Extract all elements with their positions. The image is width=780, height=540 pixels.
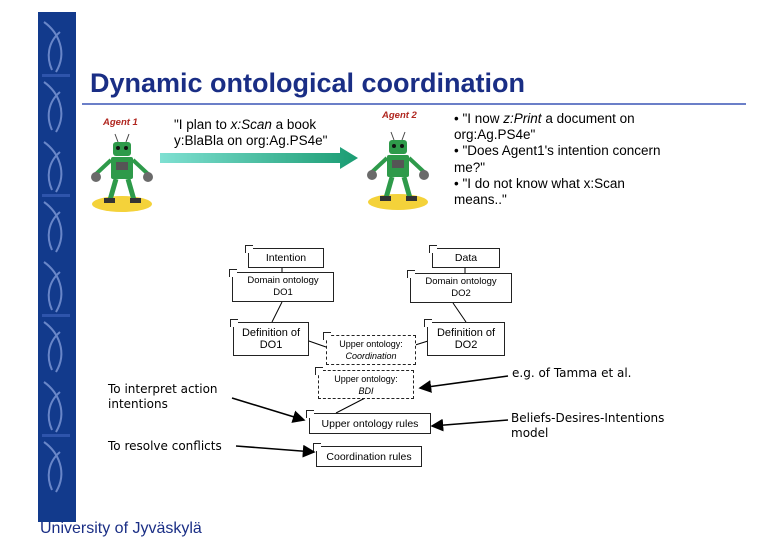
tamma-annotation: e.g. of Tamma et al. [512, 366, 632, 380]
agent2-bullet-2-line2: me?" [454, 159, 486, 175]
slide-panel [76, 12, 750, 522]
def-do2-line1: Definition of [436, 327, 496, 339]
agent2-label: Agent 2 [382, 110, 417, 121]
interpret-annotation: To interpret action intentions [108, 382, 218, 412]
upper-ontology-coordination-box: Upper ontology: Coordination [326, 335, 416, 365]
note-corner-icon [315, 367, 323, 375]
note-corner-icon [323, 332, 331, 340]
def-do1-line2: DO1 [259, 339, 283, 351]
footer-university: University of Jyväskylä [40, 520, 202, 537]
domain-do1-line1: Domain ontology [247, 275, 319, 286]
resolve-annotation: To resolve conflicts [108, 439, 222, 453]
bdi-line1: Beliefs-Desires-Intentions [511, 411, 665, 425]
decorative-side-strip [38, 12, 76, 522]
agent2-bullet-1-line2: org:Ag.PS4e" [454, 127, 536, 143]
note-corner-icon [429, 245, 437, 253]
agent1-robot-icon [91, 133, 153, 212]
agent2-robot-icon [367, 131, 429, 210]
title-rule [82, 103, 746, 105]
intention-box: Intention [248, 248, 324, 268]
agent1-speech-line1: "I plan to x:Scan a book [174, 117, 317, 132]
data-box: Data [432, 248, 500, 268]
note-corner-icon [407, 270, 415, 278]
def-do2-line2: DO2 [454, 339, 478, 351]
coordination-rules-box: Coordination rules [316, 446, 422, 467]
agent2-speech-bullets: • "I now z:Print a document on org:Ag.PS… [454, 111, 660, 208]
upper-coord-line2: Coordination [345, 351, 397, 361]
interpret-line2: intentions [108, 397, 168, 411]
domain-do2-line1: Domain ontology [425, 276, 497, 287]
agent1-speech-line2: y:BlaBla on org:Ag.PS4e" [174, 133, 328, 148]
upper-coord-line1: Upper ontology: [339, 339, 403, 349]
agent2-bullet-2-line1: • "Does Agent1's intention concern [454, 143, 661, 159]
agent2-bullet-3-line2: means.." [454, 192, 507, 208]
domain-do1-line2: DO1 [273, 287, 293, 298]
note-corner-icon [229, 269, 237, 277]
note-corner-icon [306, 410, 314, 418]
slide-title: Dynamic ontological coordination [90, 68, 526, 98]
note-corner-icon [313, 443, 321, 451]
upper-bdi-line2: BDI [358, 385, 374, 396]
laurel-pattern-icon [42, 21, 70, 493]
agent2-bullet-3-line1: • "I do not know what x:Scan [454, 175, 625, 191]
agent2-bullet-1-line1: • "I now z:Print a document on [454, 111, 635, 126]
agent1-label: Agent 1 [103, 117, 138, 128]
bdi-annotation: Beliefs-Desires-Intentions model [511, 411, 664, 441]
upper-ontology-bdi-box: Upper ontology:BDI [318, 370, 414, 399]
interpret-line1: To interpret action [108, 382, 218, 396]
def-do1-line1: Definition of [241, 327, 301, 339]
upper-ontology-rules-box: Upper ontology rules [309, 413, 431, 434]
note-corner-icon [245, 245, 253, 253]
note-corner-icon [424, 319, 432, 327]
note-corner-icon [230, 319, 238, 327]
domain-do2-line2: DO2 [451, 288, 471, 299]
bdi-line2: model [511, 426, 549, 440]
upper-bdi-line1: Upper ontology: [334, 373, 398, 384]
